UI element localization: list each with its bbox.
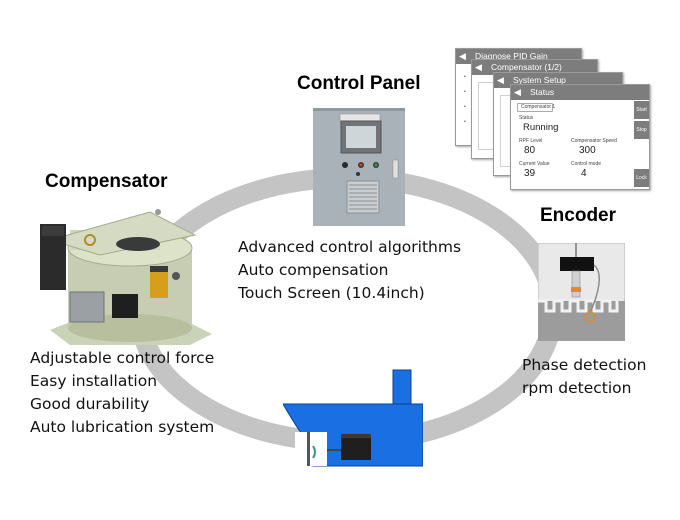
compensator-title: Compensator [45,171,168,192]
current-label: Current Value [519,161,550,167]
ship-hull-diagram [282,368,424,472]
feature-item: Touch Screen (10.4inch) [238,284,425,302]
comp-speed-value: 300 [579,145,596,156]
feature-item: Advanced control algorithms [238,238,462,256]
comp-speed-label: Compensator Speed [571,138,617,144]
screen-title: Diagnose PID Gain [475,51,548,61]
back-arrow-icon[interactable]: ◀ [459,51,466,61]
back-arrow-icon[interactable]: ◀ [514,87,521,97]
stop-button[interactable]: Stop [634,121,649,139]
feature-item: Easy installation [30,372,158,390]
screen-title: System Setup [513,75,566,85]
current-value: 39 [524,168,536,179]
rpf-label: RPF Level [519,138,543,144]
control-panel-title: Control Panel [297,73,421,94]
touch-screen-stack: ◀Diagnose PID Gain • • • • ◀Compensator … [455,48,650,190]
status-label: Status [519,115,534,121]
encoder-image [537,242,626,342]
encoder-title: Encoder [540,205,617,226]
screen-title: Status [530,87,555,97]
screen-status: ◀ Status Compensator 1 Status Running RPF… [510,84,650,190]
encoder-features: Phase detection rpm detection [522,354,646,400]
control-panel-image [313,108,405,226]
compensator-image [30,200,230,350]
start-button[interactable]: Start [634,101,649,119]
screen-title: Compensator (1/2) [491,62,562,72]
feature-item: Adjustable control force [30,349,215,367]
compensator-features: Adjustable control force Easy installati… [30,347,214,439]
feature-item: Good durability [30,395,150,413]
tab-compensator-1[interactable]: Compensator 1 [517,103,555,112]
rpf-value: 80 [524,145,536,156]
control-panel-features: Advanced control algorithms Auto compens… [238,236,461,305]
back-arrow-icon[interactable]: ◀ [497,75,504,85]
feature-item: Phase detection [522,356,647,374]
feature-item: rpm detection [522,379,632,397]
lock-button[interactable]: Lock [634,169,649,187]
feature-item: Auto lubrication system [30,418,215,436]
feature-item: Auto compensation [238,261,389,279]
status-value: Running [523,122,559,133]
control-mode-value: 4 [581,168,587,179]
control-mode-label: Control mode [571,161,602,167]
back-arrow-icon[interactable]: ◀ [475,62,482,72]
